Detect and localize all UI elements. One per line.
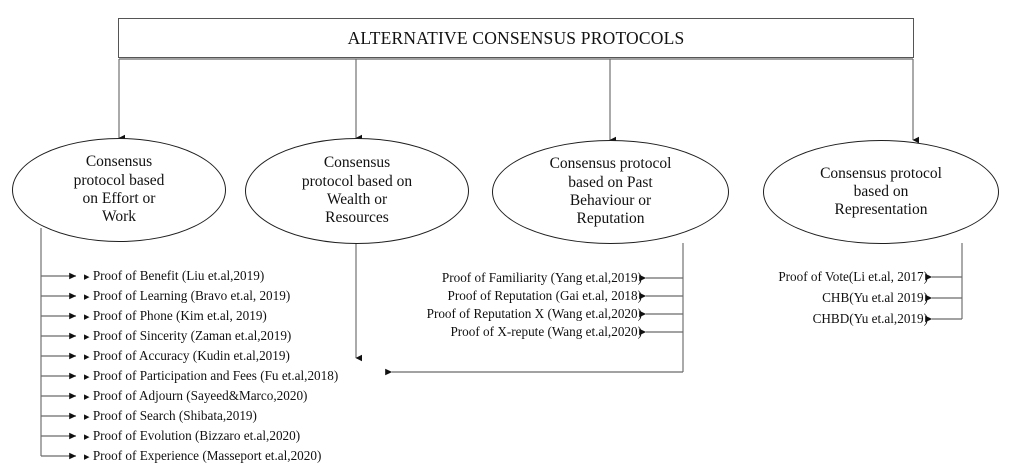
list-item: ▸ Proof of Benefit (Liu et.al,2019) — [84, 269, 264, 283]
list-item-label: Proof of Sincerity (Zaman et.al,2019) — [92, 328, 292, 343]
branch-label-line: Wealth or — [326, 191, 388, 208]
list-item: ▸ Proof of Adjourn (Sayeed&Marco,2020) — [84, 389, 307, 403]
branch-node-label: Consensus protocol based on Effort or Wo… — [64, 153, 175, 226]
branch-node-label: Consensus protocol based on Representati… — [810, 165, 952, 220]
root-node-box: ALTERNATIVE CONSENSUS PROTOCOLS — [118, 18, 914, 58]
list-item: CHBD(Yu et.al,2019) — [813, 312, 928, 325]
triangle-bullet-icon: ▸ — [84, 371, 90, 383]
triangle-bullet-icon: ▸ — [84, 291, 90, 303]
branch-label-line: protocol based — [73, 171, 165, 189]
list-item-label: Proof of Learning (Bravo et.al, 2019) — [92, 288, 291, 303]
list-item-label: Proof of Familiarity (Yang et.al,2019) — [441, 270, 642, 285]
list-item: ▸ Proof of Evolution (Bizzaro et.al,2020… — [84, 429, 300, 443]
list-item: Proof of Reputation X (Wang et.al,2020) — [427, 307, 642, 320]
branch-label-line: based on — [853, 182, 909, 200]
triangle-bullet-icon: ▸ — [84, 331, 90, 343]
list-item: Proof of Familiarity (Yang et.al,2019) — [442, 271, 642, 284]
list-item-label: CHBD(Yu et.al,2019) — [812, 311, 928, 326]
triangle-bullet-icon: ▸ — [84, 431, 90, 443]
branch-label-line: on Effort or — [82, 190, 156, 207]
list-item: ▸ Proof of Search (Shibata,2019) — [84, 409, 257, 423]
list-item-label: Proof of Reputation (Gai et.al, 2018) — [447, 288, 642, 303]
branch-node-past-behaviour-or-reputation: Consensus protocol based on Past Behavio… — [492, 140, 729, 244]
branch-label-line: Behaviour or — [569, 192, 652, 209]
branch-label-line: protocol based on — [301, 172, 413, 190]
list-item-label: Proof of Accuracy (Kudin et.al,2019) — [92, 348, 290, 363]
branch-label-line: Resources — [325, 209, 389, 227]
branch-label-line: Representation — [834, 201, 928, 219]
triangle-bullet-icon: ▸ — [84, 391, 90, 403]
page-title: ALTERNATIVE CONSENSUS PROTOCOLS — [347, 27, 685, 48]
list-item-label: Proof of X-repute (Wang et.al,2020) — [450, 324, 642, 339]
branch-node-label: Consensus protocol based on Past Behavio… — [540, 155, 682, 228]
list-item-label: CHB(Yu et.al 2019) — [822, 290, 928, 305]
list-item-label: Proof of Evolution (Bizzaro et.al,2020) — [92, 428, 301, 443]
list-item-label: Proof of Adjourn (Sayeed&Marco,2020) — [92, 388, 308, 403]
branch-node-representation: Consensus protocol based on Representati… — [763, 140, 999, 244]
branch-node-label: Consensus protocol based on Wealth or Re… — [292, 154, 422, 227]
list-item-label: Proof of Participation and Fees (Fu et.a… — [92, 368, 339, 383]
list-item: CHB(Yu et.al 2019) — [822, 291, 928, 304]
branch-label-line: Consensus protocol — [820, 164, 942, 182]
list-item-label: Proof of Search (Shibata,2019) — [92, 408, 257, 423]
branch-label-line: Reputation — [576, 210, 645, 228]
branch-label-line: Work — [101, 208, 137, 226]
branch-label-line: Consensus — [323, 154, 391, 172]
triangle-bullet-icon: ▸ — [84, 271, 90, 283]
branch-label-line: Consensus — [85, 153, 153, 171]
branch-label-line: based on Past — [568, 173, 653, 191]
list-item: ▸ Proof of Participation and Fees (Fu et… — [84, 369, 338, 383]
branch-label-line: Consensus protocol — [549, 155, 672, 173]
triangle-bullet-icon: ▸ — [84, 351, 90, 363]
list-item: ▸ Proof of Experience (Masseport et.al,2… — [84, 449, 321, 463]
list-item-label: Proof of Reputation X (Wang et.al,2020) — [426, 306, 642, 321]
list-item: Proof of Reputation (Gai et.al, 2018) — [448, 289, 642, 302]
list-item: ▸ Proof of Phone (Kim et.al, 2019) — [84, 309, 267, 323]
list-item: Proof of X-repute (Wang et.al,2020) — [450, 325, 642, 338]
triangle-bullet-icon: ▸ — [84, 311, 90, 323]
triangle-bullet-icon: ▸ — [84, 411, 90, 423]
list-item-label: Proof of Benefit (Liu et.al,2019) — [92, 268, 265, 283]
list-item: ▸ Proof of Learning (Bravo et.al, 2019) — [84, 289, 290, 303]
list-item-label: Proof of Experience (Masseport et.al,202… — [92, 448, 322, 463]
list-item-label: Proof of Vote(Li et.al, 2017) — [778, 269, 928, 284]
triangle-bullet-icon: ▸ — [84, 451, 90, 463]
list-item: ▸ Proof of Sincerity (Zaman et.al,2019) — [84, 329, 291, 343]
branch-node-effort-or-work: Consensus protocol based on Effort or Wo… — [12, 138, 226, 242]
branch-node-wealth-or-resources: Consensus protocol based on Wealth or Re… — [245, 138, 469, 244]
list-item-label: Proof of Phone (Kim et.al, 2019) — [92, 308, 267, 323]
list-item: ▸ Proof of Accuracy (Kudin et.al,2019) — [84, 349, 290, 363]
list-item: Proof of Vote(Li et.al, 2017) — [778, 270, 928, 283]
